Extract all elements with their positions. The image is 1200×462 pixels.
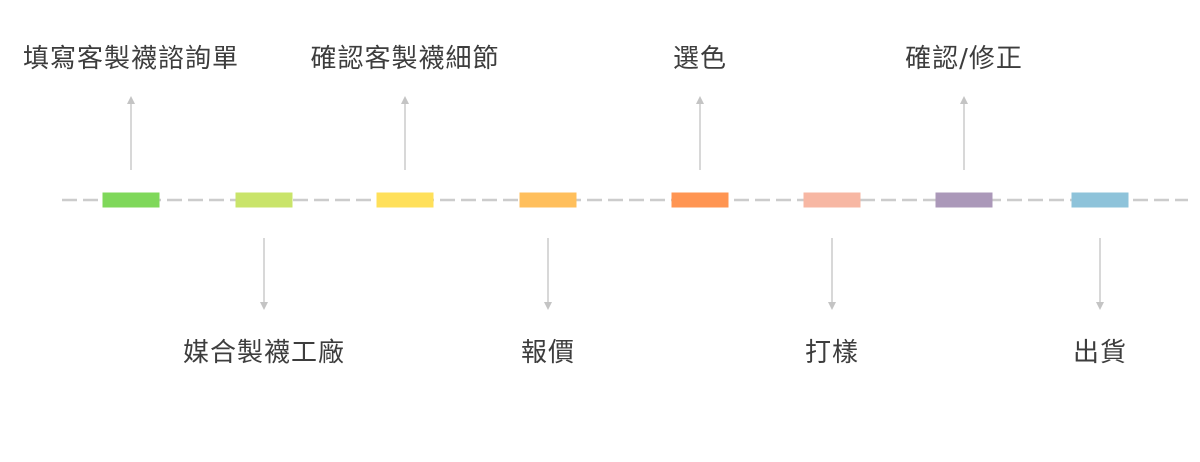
timeline-steps [102,96,1129,310]
step-label-1: 填寫客製襪諮詢單 [22,44,240,74]
step-marker-7 [935,192,993,208]
step-label-6: 打樣 [804,338,860,368]
step-label-2: 媒合製襪工廠 [182,338,346,368]
step-label-7: 確認/修正 [905,44,1023,74]
step-marker-2 [235,192,293,208]
step-marker-3 [376,192,434,208]
step-marker-8 [1071,192,1129,208]
step-label-5: 選色 [672,44,728,74]
step-label-3: 確認客製襪細節 [310,44,500,74]
step-label-4: 報價 [520,338,576,368]
step-marker-6 [803,192,861,208]
step-label-8: 出貨 [1072,338,1128,368]
step-marker-4 [519,192,577,208]
step-marker-1 [102,192,160,208]
step-marker-5 [671,192,729,208]
